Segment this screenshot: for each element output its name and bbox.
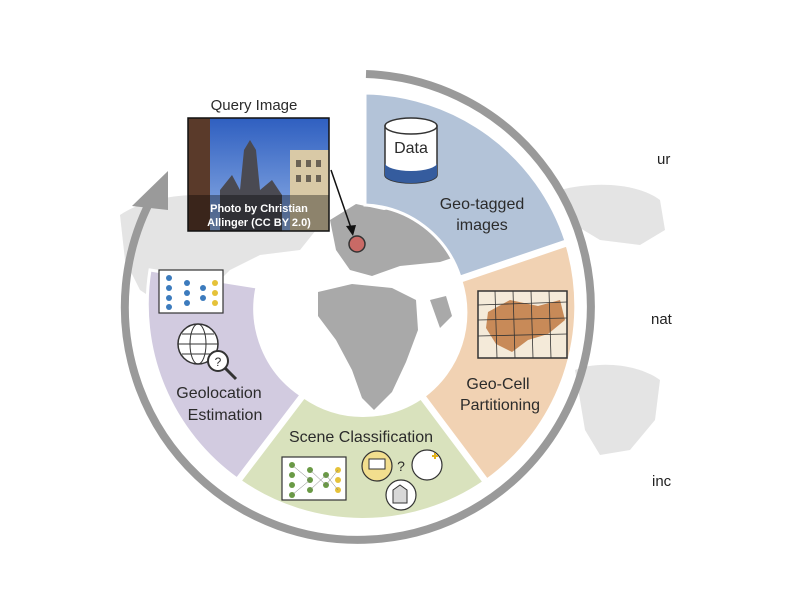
geoloc-network-icon [158, 269, 224, 314]
monitor-icon [368, 458, 386, 470]
globe-search-icon [177, 323, 238, 381]
geocell-map-icon [477, 290, 568, 359]
geotagged-label-line1: Geo-tagged [440, 196, 525, 213]
scene-question-mark: ? [397, 458, 405, 474]
side-text-2: nat [651, 311, 672, 328]
geoloc-label-line1: Geolocation [176, 385, 261, 402]
database-icon [384, 117, 438, 184]
geoloc-label-line2: Estimation [188, 407, 263, 424]
cycle-arrow-head-icon [132, 171, 168, 210]
photo-credit-line2: Allinger (CC BY 2.0) [207, 217, 311, 229]
cycle-ring [120, 70, 595, 544]
sun-icon [432, 453, 438, 459]
photo-credit-line1: Photo by Christian [210, 203, 308, 215]
geocell-label-line1: Geo-Cell [466, 376, 529, 393]
query-photo [187, 117, 330, 232]
arrow-head-icon [346, 225, 356, 236]
outdoor-natural-icon [411, 449, 443, 481]
scene-label: Scene Classification [289, 429, 433, 446]
building-icon [392, 484, 408, 504]
side-text-3: inc [652, 473, 672, 490]
database-label: Data [394, 140, 428, 157]
query-location-arrow [330, 169, 352, 229]
neural-network-icon [281, 456, 347, 501]
side-text-1: ur [657, 151, 671, 168]
query-image-title: Query Image [211, 97, 298, 114]
geotagged-label-line2: images [456, 217, 508, 234]
geocell-label-line2: Partitioning [460, 397, 540, 414]
segment-geolocation-estimation [145, 268, 304, 482]
globe-question-mark: ? [215, 355, 222, 369]
query-location-dot [348, 235, 366, 253]
